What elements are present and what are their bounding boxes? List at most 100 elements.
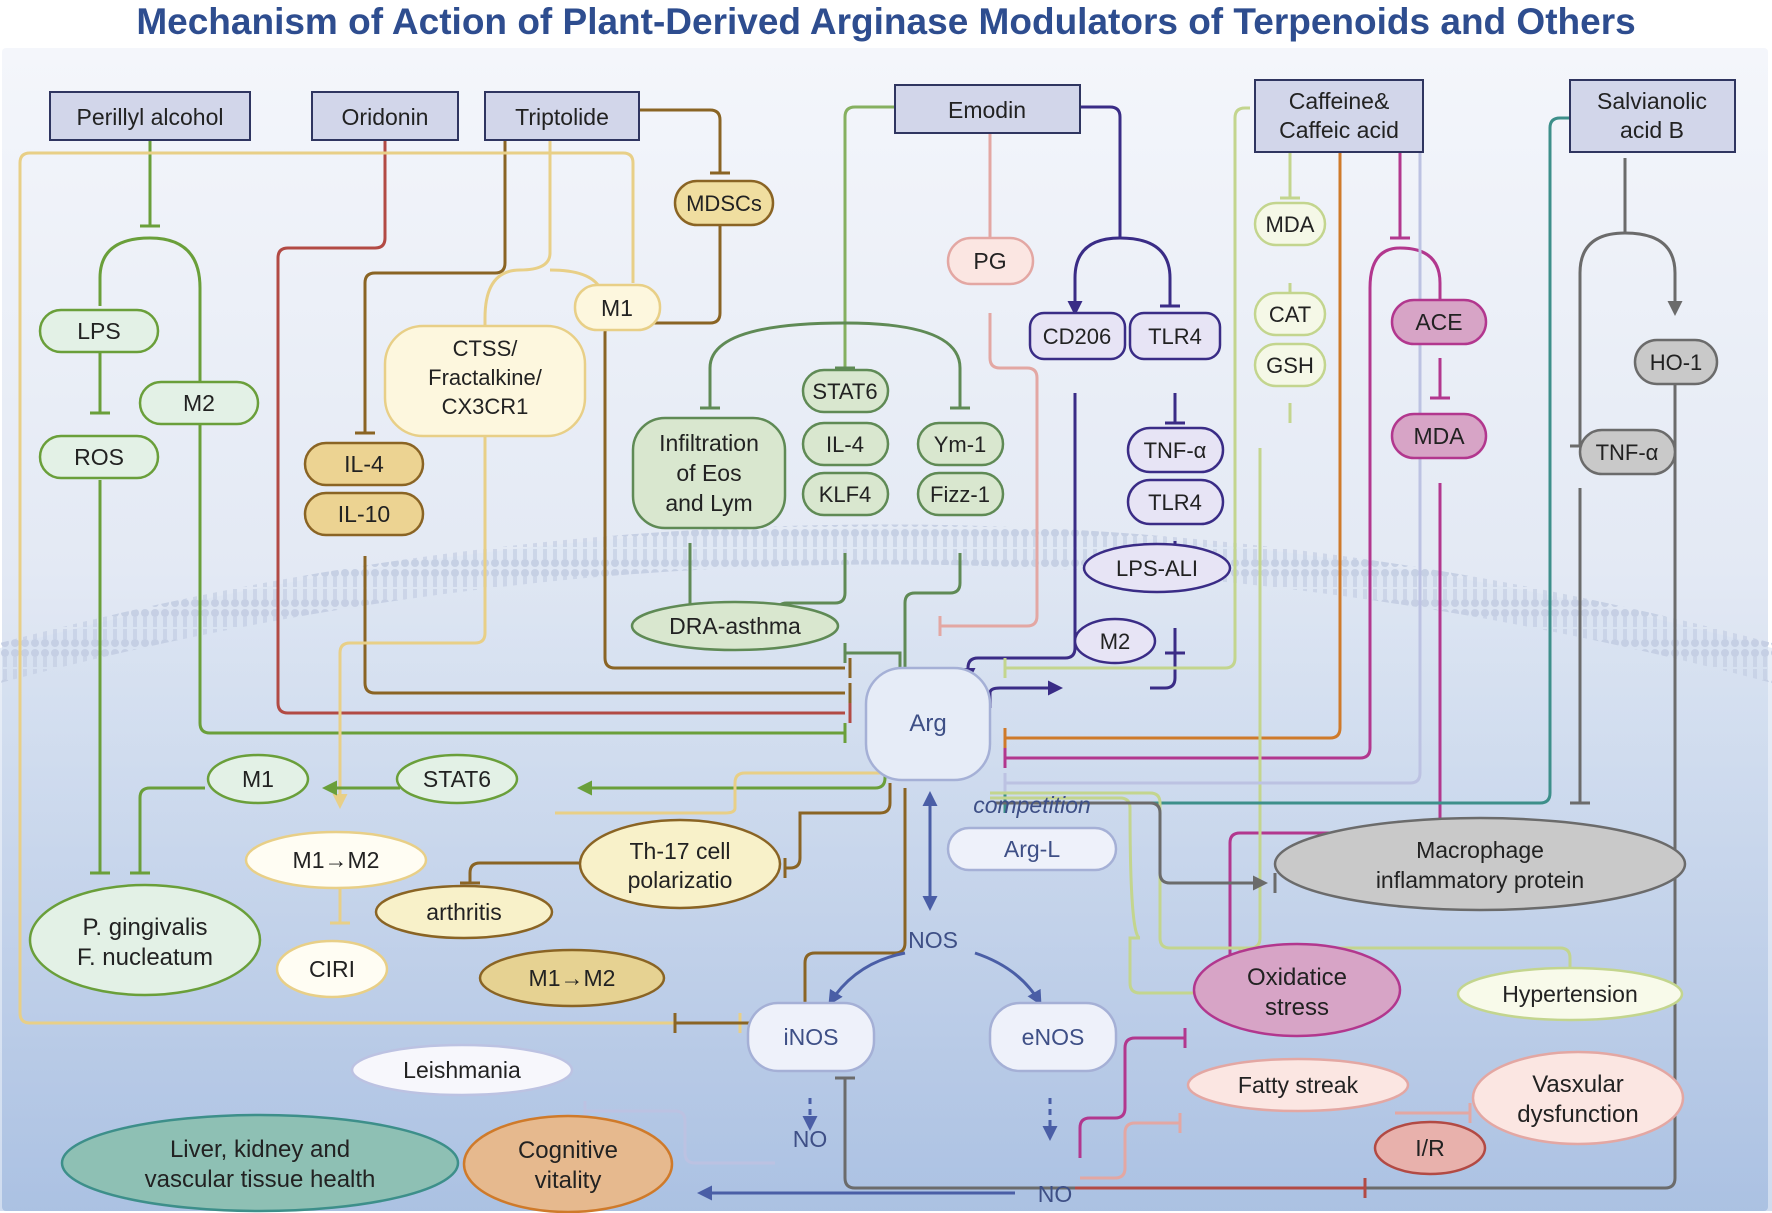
ir-node — [1373, 1120, 1487, 1176]
stat6-mid-node — [395, 753, 519, 805]
stat6-green-label: STAT6 — [812, 379, 877, 404]
vascular-dysfunction-label-line1: Vasxular — [1532, 1071, 1624, 1098]
il4-green-node — [801, 421, 890, 467]
no-label-2: NO — [1038, 1181, 1073, 1207]
caffeine-label-line2: Caffeic acid — [1279, 117, 1399, 143]
gsh-label: GSH — [1266, 353, 1314, 378]
arthritis-label: arthritis — [426, 899, 501, 925]
inos-node — [746, 1001, 876, 1073]
tnfa-navy-label: TNF-α — [1144, 438, 1207, 463]
dra-asthma-node — [630, 600, 840, 652]
lps-node — [38, 308, 160, 354]
il4-yellow-label: IL-4 — [344, 451, 384, 477]
ctss-node — [383, 324, 587, 438]
triptolide-label: Triptolide — [515, 104, 609, 130]
ace-node — [1390, 298, 1488, 346]
il4-yellow-node — [303, 441, 425, 487]
inos-label: iNOS — [784, 1024, 839, 1050]
emodin-label: Emodin — [948, 97, 1026, 123]
diagram-title: Mechanism of Action of Plant-Derived Arg… — [136, 1, 1636, 42]
enos-node — [988, 1001, 1118, 1073]
m2-left-label: M2 — [183, 390, 215, 416]
emodin-box — [894, 84, 1081, 134]
arg-label: Arg — [909, 710, 946, 737]
cd206-node — [1028, 311, 1127, 361]
salvianolic-label-line2: acid B — [1620, 117, 1684, 143]
klf4-label: KLF4 — [819, 482, 872, 507]
m2-left-node — [138, 380, 260, 426]
pg-node — [946, 236, 1035, 286]
infiltration-label-line1: Infiltration — [659, 430, 759, 456]
arg-l-label: Arg-L — [1004, 836, 1060, 862]
ros-label: ROS — [74, 444, 124, 470]
m1-m2-white-label: M1→M2 — [293, 847, 380, 873]
m2-navy-label: M2 — [1100, 629, 1131, 654]
infiltration-label-line3: and Lym — [665, 490, 752, 516]
ym1-node — [916, 421, 1005, 467]
perillyl-alcohol-label: Perillyl alcohol — [76, 104, 223, 130]
salvianolic-box — [1569, 79, 1736, 153]
cd206-label: CD206 — [1043, 324, 1111, 349]
cat-node — [1253, 291, 1327, 337]
ho1-label: HO-1 — [1650, 350, 1703, 375]
arg-node[interactable] — [864, 666, 992, 782]
ros-node — [38, 434, 160, 480]
ir-label: I/R — [1415, 1135, 1444, 1161]
dra-asthma-label: DRA-asthma — [669, 613, 801, 639]
leishmania-node — [350, 1043, 574, 1097]
ctss-label-line2: Fractalkine/ — [428, 365, 543, 390]
th17-node — [578, 818, 782, 910]
mda-olive-label: MDA — [1266, 212, 1315, 237]
m1-m2-yellow-label: M1→M2 — [529, 965, 616, 991]
m1-top-node — [573, 283, 662, 332]
gsh-node — [1253, 342, 1327, 388]
m1-mid-label: M1 — [242, 766, 274, 792]
fizz1-node — [916, 471, 1005, 517]
p-gingivalis-node — [28, 883, 262, 997]
nos-label: NOS — [908, 927, 958, 953]
cognitive-vitality-node — [462, 1114, 674, 1213]
ctss-label-line1: CTSS/ — [453, 336, 519, 361]
caffeine-box — [1254, 79, 1424, 153]
tnfa-navy-node — [1126, 426, 1225, 474]
m1-top-label: M1 — [601, 295, 633, 321]
p-gingivalis-label-line1: P. gingivalis — [83, 914, 208, 941]
vascular-dysfunction-label-line2: dysfunction — [1517, 1101, 1638, 1128]
tnfa-gray-node — [1578, 428, 1677, 476]
cognitive-vitality-label-line1: Cognitive — [518, 1137, 618, 1164]
pathway-diagram: Perillyl alcohol Oridonin Triptolide Emo… — [0, 48, 1772, 1213]
pg-label: PG — [973, 248, 1006, 274]
infiltration-node — [631, 416, 787, 530]
ciri-label: CIRI — [309, 956, 355, 982]
arthritis-node — [374, 884, 554, 940]
oxidative-stress-label-line1: Oxidatice — [1247, 964, 1347, 991]
tlr4-b-node — [1126, 478, 1225, 526]
infiltration-label-line2: of Eos — [676, 460, 741, 486]
mda-magenta-label: MDA — [1413, 423, 1465, 449]
ym1-label: Ym-1 — [934, 432, 987, 457]
tnfa-gray-label: TNF-α — [1596, 440, 1659, 465]
hypertension-label: Hypertension — [1502, 981, 1638, 1007]
triptolide-box — [484, 91, 640, 141]
salvianolic-label-line1: Salvianolic — [1597, 88, 1707, 114]
enos-label: eNOS — [1022, 1024, 1085, 1050]
macrophage-protein-label-line1: Macrophage — [1416, 837, 1544, 863]
stat6-green-node — [801, 368, 890, 414]
macrophage-protein-label-line2: inflammatory protein — [1376, 867, 1584, 893]
ciri-node — [275, 939, 389, 999]
th17-label-line1: Th-17 cell — [630, 838, 731, 864]
leishmania-label: Leishmania — [403, 1057, 521, 1083]
oxidative-stress-label-line2: stress — [1265, 994, 1329, 1021]
mda-magenta-node — [1390, 412, 1488, 460]
cognitive-vitality-label-line2: vitality — [535, 1167, 602, 1194]
caffeine-label-line1: Caffeine& — [1289, 88, 1390, 114]
vascular-dysfunction-node — [1471, 1050, 1685, 1146]
m1-m2-yellow-node — [478, 948, 666, 1008]
lps-ali-node — [1082, 542, 1232, 594]
lps-label: LPS — [77, 318, 120, 344]
hypertension-node — [1456, 966, 1684, 1022]
liver-kidney-node — [60, 1113, 460, 1213]
oxidative-stress-node — [1192, 942, 1402, 1038]
il4-green-label: IL-4 — [826, 432, 864, 457]
m1-mid-node — [206, 753, 310, 805]
